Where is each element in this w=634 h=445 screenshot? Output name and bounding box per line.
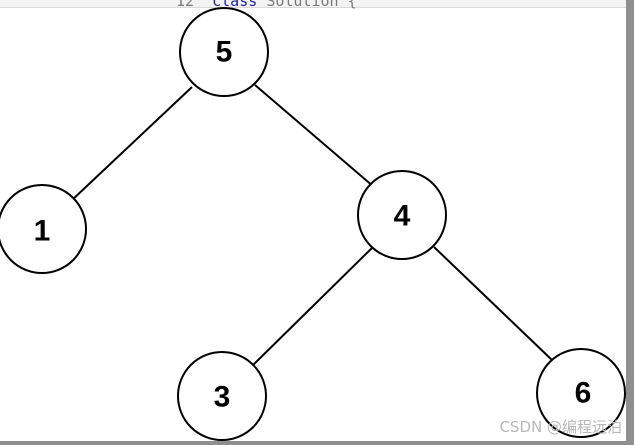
line-number: 12: [176, 0, 195, 10]
window-border-right: [626, 0, 634, 445]
code-line: 12 class Solution {: [176, 0, 357, 10]
node-label-4: 4: [394, 200, 411, 233]
node-label-3: 3: [214, 381, 231, 414]
tree-edges: [70, 84, 553, 368]
tree-node-1: 1: [0, 184, 87, 274]
code-text: Solution {: [266, 0, 357, 10]
watermark: CSDN @编程远泊: [499, 418, 622, 436]
edge-4-6: [433, 246, 553, 361]
code-keyword: class: [212, 0, 258, 10]
node-label-6: 6: [575, 377, 592, 410]
binary-tree: 5 1 4 3 6: [0, 7, 626, 441]
node-label-5: 5: [216, 36, 233, 69]
edge-5-4: [254, 84, 375, 188]
code-editor-peek: 12 class Solution {: [0, 0, 634, 10]
tree-node-4: 4: [357, 170, 447, 260]
tree-node-3: 3: [177, 351, 267, 441]
window-border-bottom: [0, 441, 634, 445]
edge-5-1: [70, 86, 193, 202]
node-label-1: 1: [34, 215, 51, 248]
tree-node-5: 5: [179, 7, 269, 97]
edge-4-3: [250, 246, 374, 368]
tree-nodes: 5 1 4 3 6: [0, 7, 626, 441]
tree-node-6: 6: [536, 348, 626, 438]
